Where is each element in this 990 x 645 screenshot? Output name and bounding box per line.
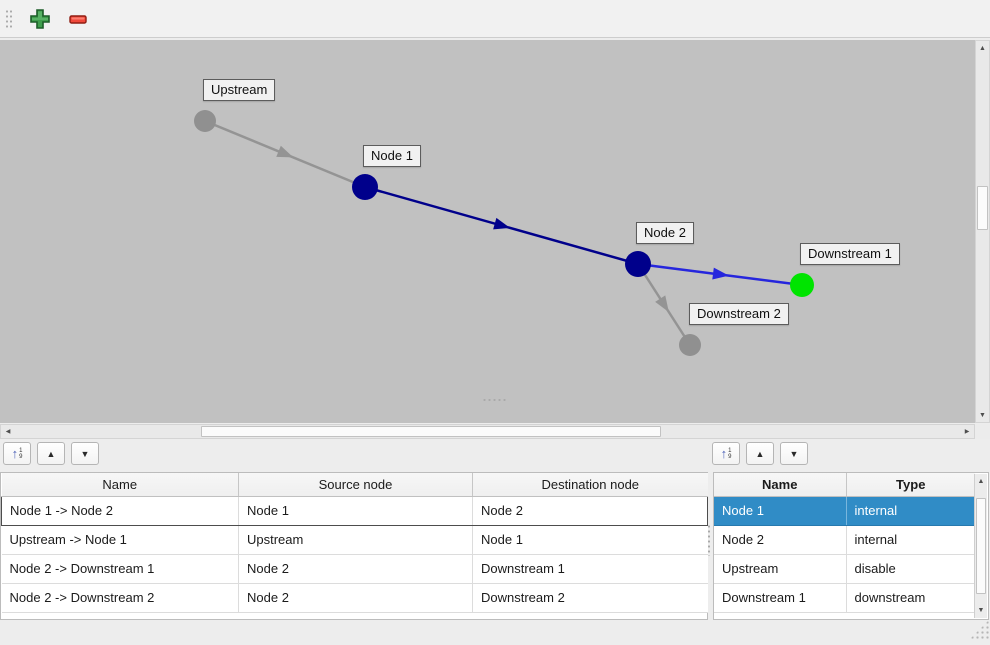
edge-arrow-icon	[276, 145, 294, 158]
table-row[interactable]: Node 2 -> Downstream 2 Node 2 Downstream…	[1, 583, 708, 613]
cell-destination[interactable]: Downstream 1	[472, 554, 708, 584]
cell-name[interactable]: Node 2 -> Downstream 1	[1, 554, 239, 584]
cell-name[interactable]: Upstream	[714, 554, 847, 584]
nodes-table-scrollbar[interactable]: ▲ ▼	[974, 474, 987, 618]
move-edge-down-button[interactable]: ▼	[71, 442, 99, 465]
toolbar-drag-handle[interactable]	[5, 7, 13, 30]
cell-destination[interactable]: Node 2	[472, 495, 708, 526]
horizontal-splitter-handle[interactable]	[482, 398, 508, 403]
remove-node-button[interactable]	[65, 6, 91, 32]
nodes-table-header-row: Name Type	[714, 473, 975, 497]
graph-node-upstream[interactable]	[194, 110, 216, 132]
horizontal-scroll-thumb[interactable]	[201, 426, 661, 437]
down-triangle-icon: ▼	[789, 448, 799, 459]
add-node-button[interactable]	[27, 6, 53, 32]
cell-destination[interactable]: Downstream 2	[472, 583, 708, 613]
table-row[interactable]: Upstream -> Node 1 Upstream Node 1	[1, 525, 708, 555]
nodes-table: Name Type Node 1 internal Node 2 interna…	[713, 472, 989, 620]
table-row[interactable]: Upstream disable	[714, 554, 975, 584]
vertical-scroll-thumb[interactable]	[977, 186, 988, 230]
move-edge-up-button[interactable]: ▲	[37, 442, 65, 465]
move-node-down-button[interactable]: ▼	[780, 442, 808, 465]
node-label-node2[interactable]: Node 2	[636, 222, 694, 244]
node-label-node1[interactable]: Node 1	[363, 145, 421, 167]
cell-name[interactable]: Node 1	[714, 496, 847, 526]
scroll-down-button[interactable]: ▼	[976, 408, 989, 422]
column-header-name[interactable]: Name	[714, 473, 847, 497]
minus-icon	[67, 8, 89, 30]
scroll-down-button[interactable]: ▼	[975, 603, 987, 618]
column-header-type[interactable]: Type	[846, 473, 975, 497]
edge-arrow-icon	[493, 217, 511, 230]
cell-source[interactable]: Node 2	[238, 554, 473, 584]
cell-name[interactable]: Node 2	[714, 525, 847, 555]
graph-svg	[194, 110, 814, 356]
main-toolbar	[0, 0, 990, 38]
edges-table-header-row: Name Source node Destination node	[1, 473, 708, 497]
scroll-left-button[interactable]: ◀	[1, 425, 15, 438]
node-label-downstream2[interactable]: Downstream 2	[689, 303, 789, 325]
cell-source[interactable]: Node 2	[238, 583, 473, 613]
scroll-right-button[interactable]: ▶	[960, 425, 974, 438]
cell-source[interactable]: Upstream	[238, 525, 473, 555]
table-row-selected[interactable]: Node 1 internal	[714, 496, 975, 526]
graph-node-node2[interactable]	[625, 251, 651, 277]
cell-type[interactable]: downstream	[846, 583, 975, 613]
column-header-name[interactable]: Name	[1, 473, 239, 497]
edge-arrow-icon	[655, 295, 669, 313]
table-scroll-thumb[interactable]	[976, 498, 986, 594]
table-row[interactable]: Downstream 1 downstream	[714, 583, 975, 613]
scrollbar-corner	[975, 424, 990, 439]
canvas-vertical-scrollbar[interactable]: ▲ ▼	[975, 40, 990, 423]
scroll-up-button[interactable]: ▲	[976, 41, 989, 55]
down-triangle-icon: ▼	[80, 448, 90, 459]
up-triangle-icon: ▲	[46, 448, 56, 459]
column-header-source-node[interactable]: Source node	[238, 473, 473, 497]
cell-source[interactable]: Node 1	[238, 495, 473, 526]
cell-type[interactable]: disable	[846, 554, 975, 584]
cell-name[interactable]: Upstream -> Node 1	[1, 525, 239, 555]
cell-type[interactable]: internal	[846, 525, 975, 555]
node-label-upstream[interactable]: Upstream	[203, 79, 276, 101]
plus-icon	[29, 8, 51, 30]
cell-type[interactable]: internal	[846, 496, 975, 526]
cell-name[interactable]: Node 1 -> Node 2	[1, 495, 239, 526]
move-node-up-button[interactable]: ▲	[746, 442, 774, 465]
graph-node-downstream2[interactable]	[679, 334, 701, 356]
vertical-splitter-handle[interactable]	[707, 524, 712, 556]
edges-table: Name Source node Destination node Node 1…	[0, 472, 708, 620]
cell-name[interactable]: Node 2 -> Downstream 2	[1, 583, 239, 613]
column-header-destination-node[interactable]: Destination node	[472, 473, 708, 497]
canvas-horizontal-scrollbar[interactable]: ◀ ▶	[0, 424, 975, 439]
scroll-up-button[interactable]: ▲	[975, 474, 987, 489]
table-row[interactable]: Node 1 -> Node 2 Node 1 Node 2	[1, 495, 708, 526]
cell-destination[interactable]: Node 1	[472, 525, 708, 555]
table-row[interactable]: Node 2 -> Downstream 1 Node 2 Downstream…	[1, 554, 708, 584]
up-triangle-icon: ▲	[755, 448, 765, 459]
edge-arrow-icon	[712, 267, 729, 280]
table-row[interactable]: Node 2 internal	[714, 525, 975, 555]
node-label-downstream1[interactable]: Downstream 1	[800, 243, 900, 265]
graph-node-downstream1[interactable]	[790, 273, 814, 297]
graph-node-node1[interactable]	[352, 174, 378, 200]
cell-name[interactable]: Downstream 1	[714, 583, 847, 613]
window-resize-grip[interactable]	[970, 620, 989, 639]
